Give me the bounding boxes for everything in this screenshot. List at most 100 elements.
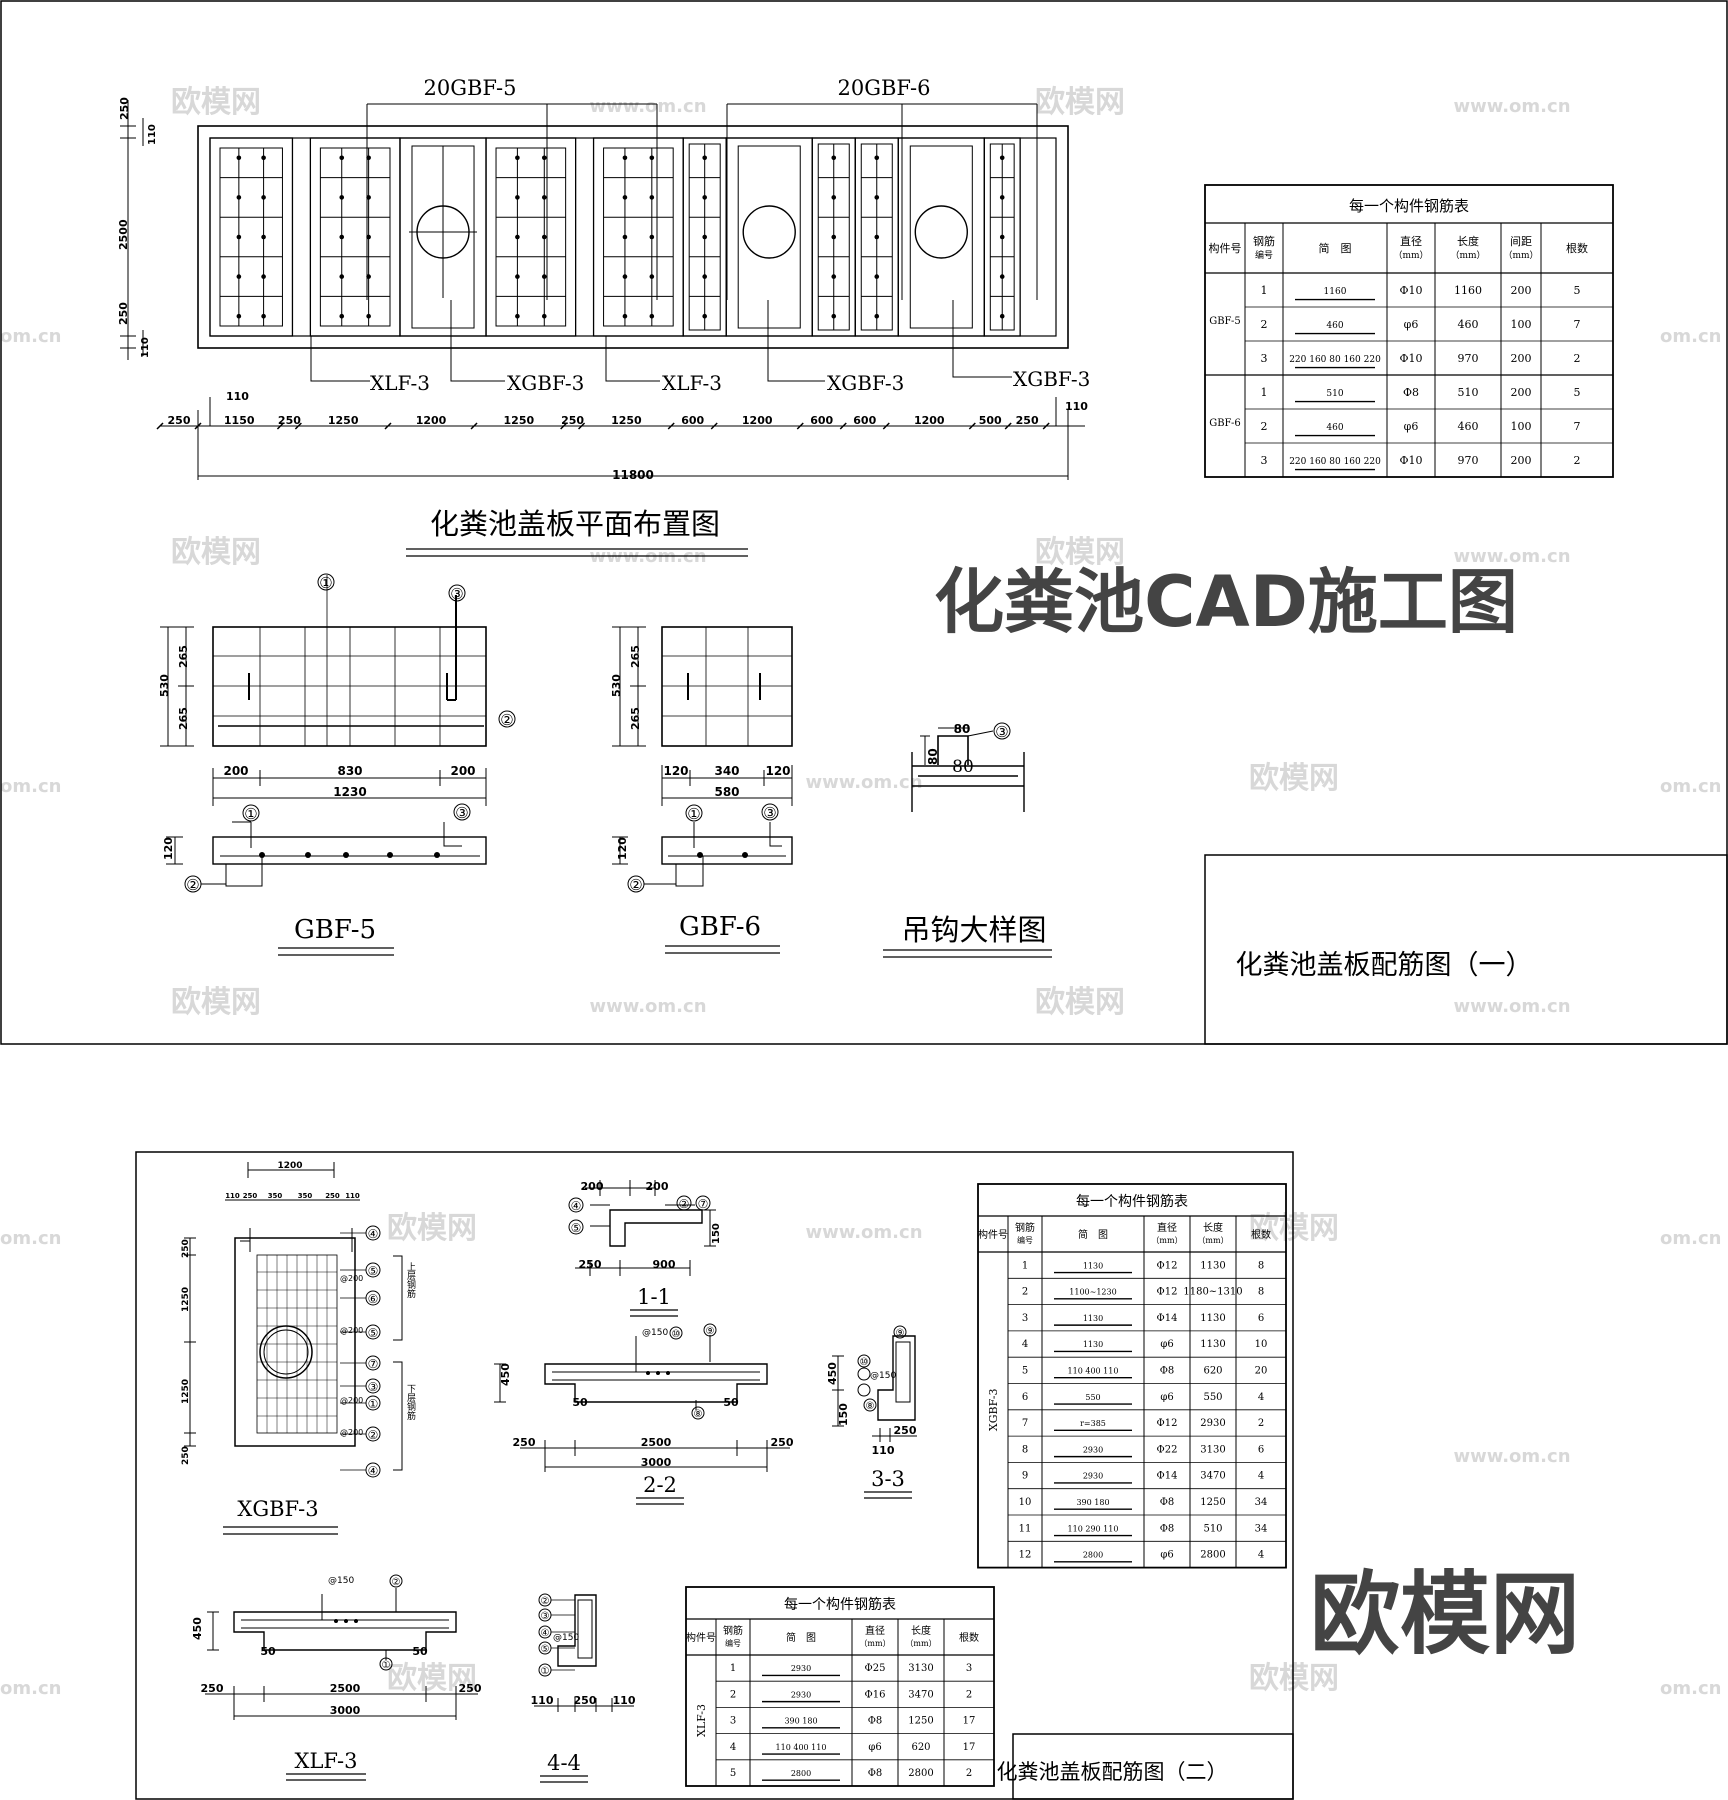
table-cell: 3470 — [908, 1689, 933, 1700]
table-header-line: 钢筋 — [1015, 1221, 1035, 1234]
gbf5-marks — [248, 595, 457, 701]
watermark-logo: 欧模网 — [387, 1211, 477, 1246]
plan-title: 化粪池盖板平面布置图 — [430, 507, 720, 541]
dim-tick — [156, 422, 164, 430]
table-cell: 1 — [1022, 1260, 1028, 1271]
plan-rebar-dot — [261, 195, 266, 200]
dim-bottom-value: 1200 — [914, 414, 945, 427]
table-header-line: 间距 — [1510, 235, 1532, 248]
gbf6-plan — [661, 626, 793, 747]
hook-dim-80b: 80 — [926, 748, 940, 765]
rebar-sketch-label: 460 — [1326, 321, 1343, 331]
plan-rebar-dot — [874, 195, 880, 200]
rebar-sketch-label: 510 — [1326, 389, 1343, 399]
leader-20gbf5 — [366, 103, 658, 300]
dim-left-2500: 2500 — [117, 219, 130, 250]
plan-rebar-dot — [236, 313, 242, 319]
watermark-logo: 欧模网 — [171, 535, 261, 570]
plan-rebar-dot — [874, 155, 880, 161]
table-cell: 460 — [1458, 420, 1479, 433]
table-cell: 620 — [1203, 1366, 1222, 1377]
rebar-sketch-label: 2930 — [791, 1690, 811, 1699]
manhole-circle — [914, 205, 968, 259]
gbf5-sec-callout-2: ② — [186, 876, 199, 894]
gbf5-callout-2: ② — [500, 711, 513, 729]
table-cell: Φ12 — [1157, 1418, 1178, 1429]
dim-top-110: 110 — [226, 390, 249, 403]
big-logo: 欧模网 — [1310, 1562, 1580, 1667]
gbf6-dim-120b: 120 — [765, 764, 790, 778]
gbf5-dim-120: 120 — [162, 837, 175, 860]
table-cell: 4 — [730, 1742, 736, 1753]
watermark-url-edge: om.cn — [1660, 776, 1721, 797]
dim-bottom-value: 1200 — [742, 414, 773, 427]
left-dim-line — [120, 100, 144, 360]
table-cell: 510 — [1203, 1523, 1222, 1534]
dim-bottom-value: 1150 — [224, 414, 255, 427]
xgbf3-sub-dim: 110 — [345, 1192, 360, 1200]
table-cell: Φ8 — [1160, 1523, 1175, 1534]
table-group-name: XLF-3 — [695, 1704, 708, 1737]
sec33-c9: ⑨ — [896, 1328, 905, 1339]
watermark-url: www.om.cn — [1453, 96, 1570, 117]
plan-rebar-dot — [339, 155, 345, 161]
dim-bottom-value: 500 — [979, 414, 1002, 427]
rebar-sketch-label: 110 400 110 — [776, 1743, 827, 1752]
sec33-dim-450: 450 — [826, 1362, 839, 1385]
table-cell: 1 — [730, 1663, 736, 1674]
watermark-url-edge: om.cn — [1660, 1228, 1721, 1249]
xgbf3-sub-dim: 350 — [298, 1192, 313, 1200]
big-title: 化粪池CAD施工图 — [934, 561, 1518, 643]
watermark-url: www.om.cn — [1453, 546, 1570, 567]
dim-bottom-value: 250 — [561, 414, 584, 427]
hook-dim-80a: 80 — [954, 722, 971, 736]
table-cell: Φ12 — [1157, 1287, 1178, 1298]
table-header-line: 编号 — [1017, 1235, 1033, 1245]
xgbf3-dim-1250a: 1250 — [181, 1287, 191, 1312]
table-cell: 200 — [1511, 454, 1532, 467]
xlf3-c2: ② — [392, 1577, 401, 1588]
xgbf3-lower-label: 下层钢筋 — [405, 1384, 416, 1421]
table-cell: 2800 — [1200, 1550, 1225, 1561]
dim-tick — [968, 422, 976, 430]
table-cell: 7 — [1022, 1418, 1028, 1429]
hook-dim-80c: 80 — [952, 757, 974, 777]
sec44-callout: ③ — [541, 1611, 550, 1622]
table-cell: 1130 — [1200, 1260, 1225, 1271]
gbf6-dim-530: 530 — [610, 674, 623, 697]
table-border — [685, 1586, 995, 1787]
table-cell: 2 — [1261, 318, 1268, 331]
gbf5-sec-callout-1: ① — [244, 805, 257, 823]
table-cell: 510 — [1458, 386, 1479, 399]
table-header: 根数 — [1251, 1228, 1271, 1241]
rebar-sketch-label: 2800 — [791, 1769, 811, 1778]
watermark-logo: 欧模网 — [1249, 1661, 1339, 1696]
section-2-2: @150 ⑩ ⑨ ⑧ 450 50 50 250 2500 250 3000 2… — [494, 1323, 794, 1505]
xgbf3-dim-250a: 250 — [181, 1239, 191, 1258]
table-cell: Φ22 — [1157, 1444, 1178, 1455]
xgbf3-sub-dim: 250 — [243, 1192, 258, 1200]
cover-plan-layout: 20GBF-5 20GBF-6 XLF-3 XGBF-3 XLF-3 XGBF-… — [117, 76, 1090, 557]
watermark-logo: 欧模网 — [1249, 761, 1339, 796]
gbf6-sec-callout-1: ① — [687, 805, 700, 823]
label-xgbf3-b: XGBF-3 — [827, 371, 904, 395]
table-cell: 2 — [966, 1689, 972, 1700]
gbf5-vdim — [160, 626, 194, 747]
table-header: 长度（mm） — [1197, 1221, 1228, 1245]
table-cell: 550 — [1203, 1392, 1222, 1403]
plan-panel-inner — [495, 147, 567, 327]
rebar-sketch-label: 2800 — [1083, 1551, 1103, 1560]
dim-bottom-value: 250 — [168, 414, 191, 427]
gbf5-hdim — [212, 768, 487, 806]
table-title: 每一个构件钢筋表 — [1349, 197, 1469, 215]
xgbf3-spacing: @200 — [340, 1274, 363, 1283]
table-header: 构件号 — [978, 1228, 1008, 1241]
table-header: 简 图 — [1078, 1228, 1108, 1241]
xgbf3-callout: ⑦ — [368, 1357, 379, 1371]
table-header: 长度（mm） — [905, 1624, 936, 1648]
gbf5-plan — [212, 626, 487, 747]
sheet-1-border — [0, 0, 1728, 1045]
